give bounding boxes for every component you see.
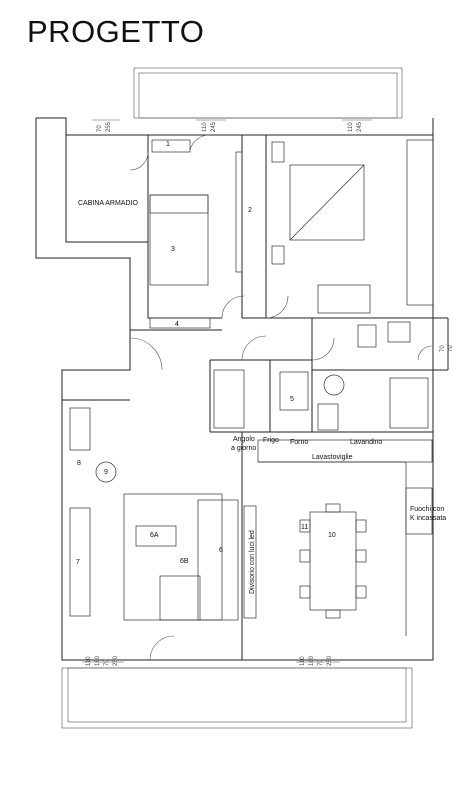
wardrobe-2 <box>235 151 243 273</box>
bottom-balcony <box>61 667 413 729</box>
label-angolo-1: Angolo <box>233 436 255 443</box>
dim-top-c2: 245 <box>357 121 363 132</box>
label-6: 6 <box>219 547 223 554</box>
dim-side-1: 70 <box>440 345 446 352</box>
label-fuochi-1: Fuochi con <box>410 506 444 513</box>
dim-bot-b2: 160 <box>309 655 315 666</box>
label-9: 9 <box>104 469 108 476</box>
shelf-4 <box>149 317 211 329</box>
dim-bot-b1: 110 <box>300 656 306 666</box>
label-7: 7 <box>76 559 80 566</box>
label-10: 10 <box>328 532 336 539</box>
dining-table-10 <box>309 511 357 611</box>
cabinet-7 <box>69 507 91 617</box>
label-8: 8 <box>77 460 81 467</box>
label-2: 2 <box>248 207 252 214</box>
unit-8 <box>69 407 91 451</box>
dim-top-c1: 110 <box>348 122 354 132</box>
dim-top-a2: 255 <box>106 121 112 132</box>
bed-3 <box>149 194 209 286</box>
dim-bot-a4: 250 <box>113 655 119 666</box>
page-title: PROGETTO <box>27 14 205 49</box>
label-divisorio: Divisorio con luci led <box>249 530 256 594</box>
label-11: 11 <box>301 524 308 531</box>
hob-fuochi <box>405 487 433 535</box>
sofa-6a <box>123 493 223 621</box>
dim-bot-b4: 250 <box>327 655 333 666</box>
label-lavastoviglie: Lavastoviglie <box>312 454 353 461</box>
dim-bot-a2: 160 <box>95 655 101 666</box>
label-5: 5 <box>290 396 294 403</box>
label-6b: 6B <box>180 558 189 565</box>
divider-led <box>243 505 257 619</box>
label-forno: Forno <box>290 439 308 446</box>
label-lavandino: Lavandino <box>350 439 382 446</box>
dim-top-a1: 70 <box>97 125 103 132</box>
dim-top-b1: 110 <box>202 122 208 132</box>
label-frigo: Frigo <box>263 437 279 444</box>
double-bed <box>289 164 365 241</box>
top-balcony <box>133 67 403 119</box>
sofa-6b <box>159 575 201 621</box>
label-4: 4 <box>175 321 179 328</box>
dim-bot-a1: 110 <box>86 656 92 666</box>
sofa-6 <box>197 499 239 621</box>
dim-bot-a3: 70 <box>104 659 110 666</box>
door-swings <box>129 134 433 661</box>
label-1: 1 <box>166 141 170 148</box>
dim-side-2: 70 <box>448 345 454 352</box>
label-6a: 6A <box>150 532 159 539</box>
dim-top-b2: 245 <box>211 121 217 132</box>
label-cabina-armadio: CABINA ARMADIO <box>78 200 138 207</box>
furniture <box>69 139 434 636</box>
round-9 <box>95 461 117 483</box>
label-3: 3 <box>171 246 175 253</box>
dimension-marks <box>82 119 372 663</box>
label-fuochi-2: K incassata <box>410 515 446 522</box>
shelf-1 <box>151 139 191 153</box>
dim-bot-b3: 70 <box>318 659 324 666</box>
label-angolo-2: a giorno <box>231 445 256 452</box>
